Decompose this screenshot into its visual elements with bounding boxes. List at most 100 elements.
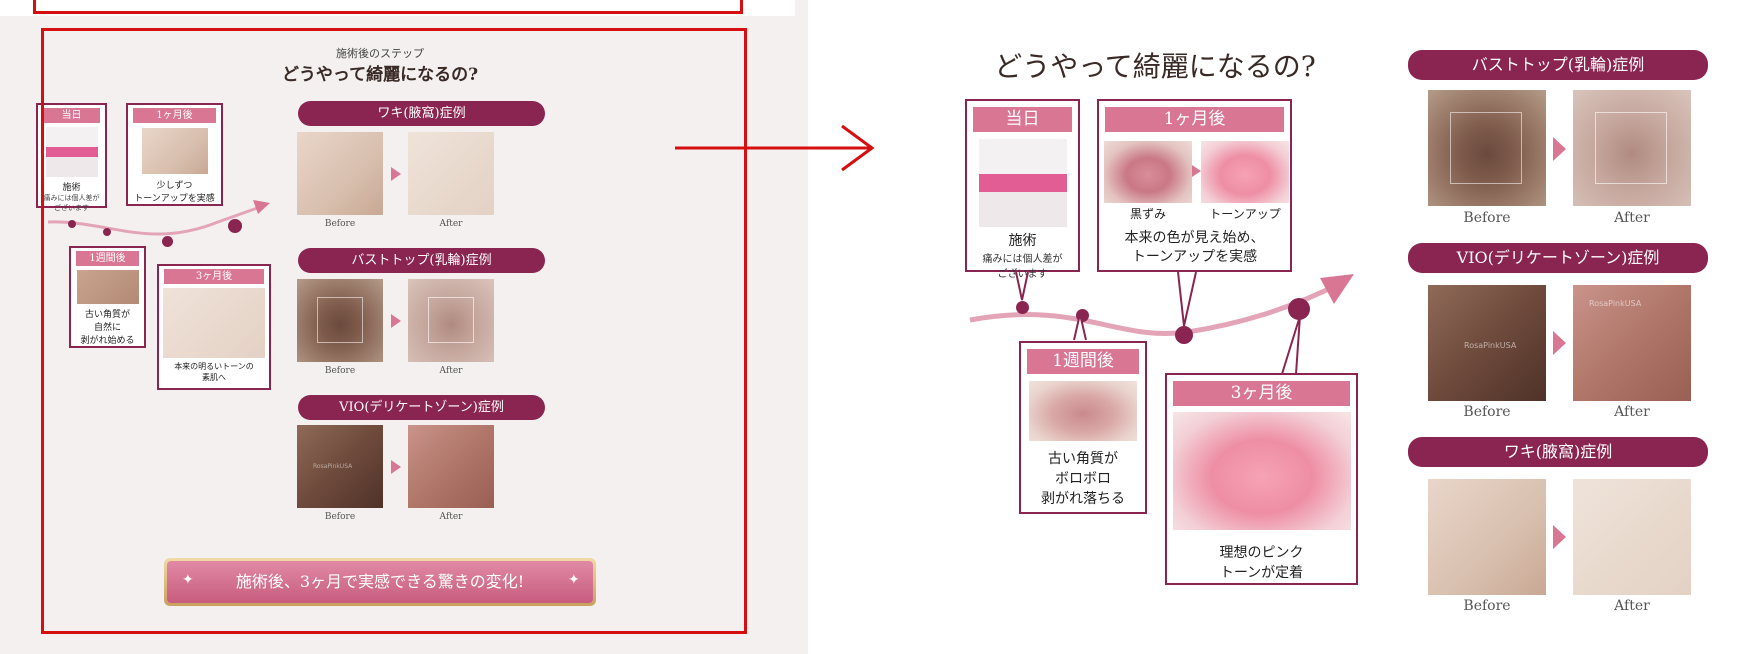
right-step-month1-text1: 本来の色が見え始め、 <box>1124 230 1265 246</box>
right-timeline-dot-day <box>1016 301 1029 314</box>
left-banner: 施術後、3ヶ月で実感できる驚きの変化! <box>164 558 596 606</box>
right-callout-tails <box>1015 271 1301 375</box>
right-case1-before-label: Before <box>1463 210 1511 226</box>
left-case2-before-image <box>297 279 383 362</box>
left-step-day-card: 当日 施術 痛みには個人差が ございます <box>36 103 107 212</box>
right-step-week1-image <box>1029 381 1137 441</box>
left-case1-before-label: Before <box>324 219 356 229</box>
right-case2-title: VIO(デリケートゾーン)症例 <box>1408 243 1708 273</box>
right-arrow-icon <box>675 124 875 172</box>
right-case1-after-image <box>1573 90 1691 206</box>
left-case1-after-image <box>408 132 494 215</box>
right-case3-before-image <box>1428 479 1546 595</box>
left-step-month1-text1: 少しずつ <box>156 181 193 191</box>
left-step-month1-text2: トーンアップを実感 <box>134 194 215 204</box>
right-case1-before-image <box>1428 90 1546 206</box>
left-case1-arrow-icon <box>391 167 401 181</box>
left-step-week1-text3: 剥がれ始める <box>80 336 135 346</box>
right-case3-after-image <box>1573 479 1691 595</box>
left-case3-after-image <box>408 425 494 508</box>
right-step-day-label: 当日 <box>973 107 1072 132</box>
right-case1-title: バストトップ(乳輪)症例 <box>1408 50 1708 80</box>
left-case2-before-label: Before <box>324 366 356 376</box>
left-banner-sparkle-left-icon: ✦ <box>182 572 194 588</box>
right-case3-arrow-icon <box>1553 525 1566 549</box>
right-case3-after-label: After <box>1614 598 1650 614</box>
left-timeline-dot-month3 <box>228 219 242 233</box>
left-case2-after-label: After <box>439 366 463 376</box>
left-step-week1-label: 1週間後 <box>76 251 139 266</box>
right-step-month1-cap-left: 黒ずみ <box>1129 207 1166 221</box>
right-case3-before-label: Before <box>1463 598 1511 614</box>
right-step-week1-text3: 剥がれ落ちる <box>1041 491 1125 507</box>
right-step-month1-text2: トーンアップを実感 <box>1131 249 1258 265</box>
left-step-month1-card: 1ヶ月後 少しずつ トーンアップを実感 <box>126 103 223 206</box>
right-step-month1-cap-right: トーンアップ <box>1209 207 1281 221</box>
left-case3-arrow-icon <box>391 460 401 474</box>
right-step-day-text3: ございます <box>997 269 1048 280</box>
right-case3-title: ワキ(腋窩)症例 <box>1408 437 1708 467</box>
left-step-month1-label: 1ヶ月後 <box>133 108 216 123</box>
right-step-week1-card: 1週間後 古い角質が ボロボロ 剥がれ落ちる <box>1019 341 1147 514</box>
right-step-month3-image <box>1172 412 1351 530</box>
right-step-month3-text1: 理想のピンク <box>1219 545 1304 561</box>
right-step-day-text1: 施術 <box>1008 233 1037 249</box>
right-step-week1-text2: ボロボロ <box>1055 471 1111 487</box>
left-step-week1-text1: 古い角質が <box>84 310 130 320</box>
right-step-month1-card: 1ヶ月後 黒ずみ トーンアップ 本来の色が見え始め、 トーンアップを実感 <box>1097 99 1292 272</box>
left-title: どうやって綺麗になるの? <box>281 65 479 85</box>
left-case2-after-image <box>408 279 494 362</box>
right-step-month1-after-image <box>1201 141 1289 203</box>
left-banner-text: 施術後、3ヶ月で実感できる驚きの変化! <box>167 561 593 603</box>
right-case2-after-image: RosaPinkUSA <box>1573 285 1691 401</box>
top-annotation-box <box>33 0 743 14</box>
left-step-month3-card: 3ヶ月後 本来の明るいトーンの 素肌へ <box>157 264 271 390</box>
left-step-day-text2: 痛みには個人差が <box>43 194 100 202</box>
right-case1-after-label: After <box>1614 210 1650 226</box>
left-subtitle: 施術後のステップ <box>336 47 424 60</box>
right-step-day-card: 当日 施術 痛みには個人差が ございます <box>965 99 1080 280</box>
left-case3-after-label: After <box>439 512 463 522</box>
left-case1-before-image <box>297 132 383 215</box>
left-step-month1-image <box>141 128 208 174</box>
left-banner-sparkle-right-icon: ✦ <box>568 572 580 588</box>
left-step-week1-text2: 自然に <box>93 323 121 333</box>
left-step-day-text3: ございます <box>54 204 89 212</box>
right-step-day-text2: 痛みには個人差が <box>982 254 1063 265</box>
left-step-day-text1: 施術 <box>62 183 81 193</box>
right-step-month3-card: 3ヶ月後 理想のピンク トーンが定着 <box>1165 373 1358 585</box>
left-timeline-dot-day <box>68 220 76 228</box>
left-case3-title: VIO(デリケートゾーン)症例 <box>298 395 545 420</box>
left-case1-after-label: After <box>439 219 463 229</box>
left-step-month3-text2: 素肌へ <box>202 373 226 382</box>
left-step-month3-text1: 本来の明るいトーンの <box>174 362 254 371</box>
right-case2-arrow-icon <box>1553 331 1566 355</box>
right-timeline-dot-month1 <box>1175 326 1193 344</box>
right-step-month3-label: 3ヶ月後 <box>1173 381 1350 406</box>
left-case1-title: ワキ(腋窩)症例 <box>298 101 545 126</box>
right-step-month1-before-image <box>1104 141 1192 203</box>
right-case2-after-label: After <box>1614 404 1650 420</box>
left-case3-before-image: RosaPinkUSA <box>297 425 383 508</box>
left-case2-title: バストトップ(乳輪)症例 <box>298 248 545 273</box>
right-case2-before-label: Before <box>1463 404 1511 420</box>
right-title: どうやって綺麗になるの? <box>994 50 1316 83</box>
main-annotation-box <box>41 28 747 634</box>
right-case1-arrow-icon <box>1553 137 1566 161</box>
right-step-month3-text2: トーンが定着 <box>1219 565 1304 581</box>
right-case2-before-image: RosaPinkUSA <box>1428 285 1546 401</box>
left-step-month3-image <box>163 288 265 358</box>
left-step-week1-card: 1週間後 古い角質が 自然に 剥がれ始める <box>69 246 146 348</box>
left-step-week1-image <box>76 270 139 304</box>
right-timeline-dot-month3 <box>1288 298 1310 320</box>
left-step-day-image <box>45 127 98 177</box>
left-step-day-label: 当日 <box>43 108 100 123</box>
left-case3-before-label: Before <box>324 512 356 522</box>
right-step-day-image <box>978 139 1067 227</box>
right-step-month1-label: 1ヶ月後 <box>1105 107 1284 132</box>
left-case2-arrow-icon <box>391 314 401 328</box>
left-timeline-dot-week <box>103 228 111 236</box>
right-case2-after-watermark: RosaPinkUSA <box>1589 299 1642 308</box>
right-step-month1-arrow-icon <box>1192 165 1201 177</box>
left-timeline-dot-month1 <box>162 236 173 247</box>
